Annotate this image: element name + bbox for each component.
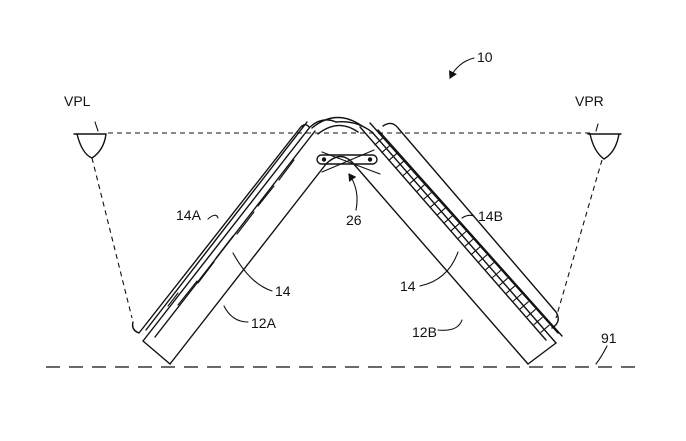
- display-segment: [374, 137, 384, 146]
- display-segment: [505, 285, 516, 294]
- label-26: 26: [346, 212, 362, 228]
- bracket-14a: [131, 124, 310, 334]
- display-segment: [512, 293, 522, 302]
- hinge-link-26: [316, 149, 381, 175]
- housing-12b: [325, 121, 563, 365]
- display-segment: [415, 184, 426, 193]
- viewpoint-right-icon: [587, 123, 622, 160]
- hinge-cover-inner: [317, 124, 359, 135]
- label-91: 91: [601, 330, 617, 346]
- label-14b: 14B: [478, 208, 503, 224]
- hinge-cover-outer: [311, 116, 363, 129]
- leader-14-right: [419, 251, 459, 287]
- label-10: 10: [477, 49, 493, 65]
- display-segment: [443, 215, 453, 224]
- leader-14a: [207, 214, 219, 220]
- display-segment: [498, 277, 509, 286]
- label-vpl: VPL: [64, 93, 91, 109]
- label-14-right: 14: [400, 278, 416, 294]
- leader-14-left: [232, 252, 273, 292]
- display-segment: [457, 230, 467, 240]
- display-segment: [436, 207, 446, 216]
- sight-line-right-down: [555, 159, 603, 319]
- label-14a: 14A: [176, 207, 202, 223]
- display-segment: [492, 269, 502, 279]
- display-hatch-right: [374, 137, 550, 333]
- label-vpr: VPR: [575, 93, 604, 109]
- display-segment: [422, 191, 432, 201]
- leader-26: [348, 173, 358, 211]
- display-segment: [478, 254, 488, 263]
- display-segment: [429, 199, 439, 208]
- label-12b: 12B: [412, 324, 437, 340]
- label-14-left: 14: [275, 283, 291, 299]
- leader-14b: [461, 214, 475, 219]
- display-segment: [464, 238, 474, 247]
- leader-10: [449, 57, 475, 79]
- sight-line-left-down: [91, 157, 133, 319]
- display-segment: [519, 301, 529, 310]
- display-segment: [408, 176, 419, 185]
- display-segment: [450, 223, 460, 232]
- bracket-14b: [382, 122, 559, 329]
- display-hatch-left: [167, 159, 295, 307]
- display-segment: [395, 160, 405, 169]
- display-segment: [540, 324, 550, 333]
- leader-91: [595, 345, 608, 365]
- display-segment: [381, 145, 391, 154]
- leader-12a: [223, 305, 249, 323]
- housing-12a: [142, 119, 337, 365]
- viewpoint-left-icon: [73, 121, 107, 159]
- display-segment: [485, 262, 495, 271]
- leader-12b: [437, 319, 463, 331]
- display-segment: [533, 316, 543, 325]
- display-segment: [402, 168, 412, 177]
- display-segment: [471, 246, 481, 255]
- label-12a: 12A: [251, 315, 277, 331]
- display-segment: [388, 152, 398, 161]
- display-segment: [526, 309, 536, 318]
